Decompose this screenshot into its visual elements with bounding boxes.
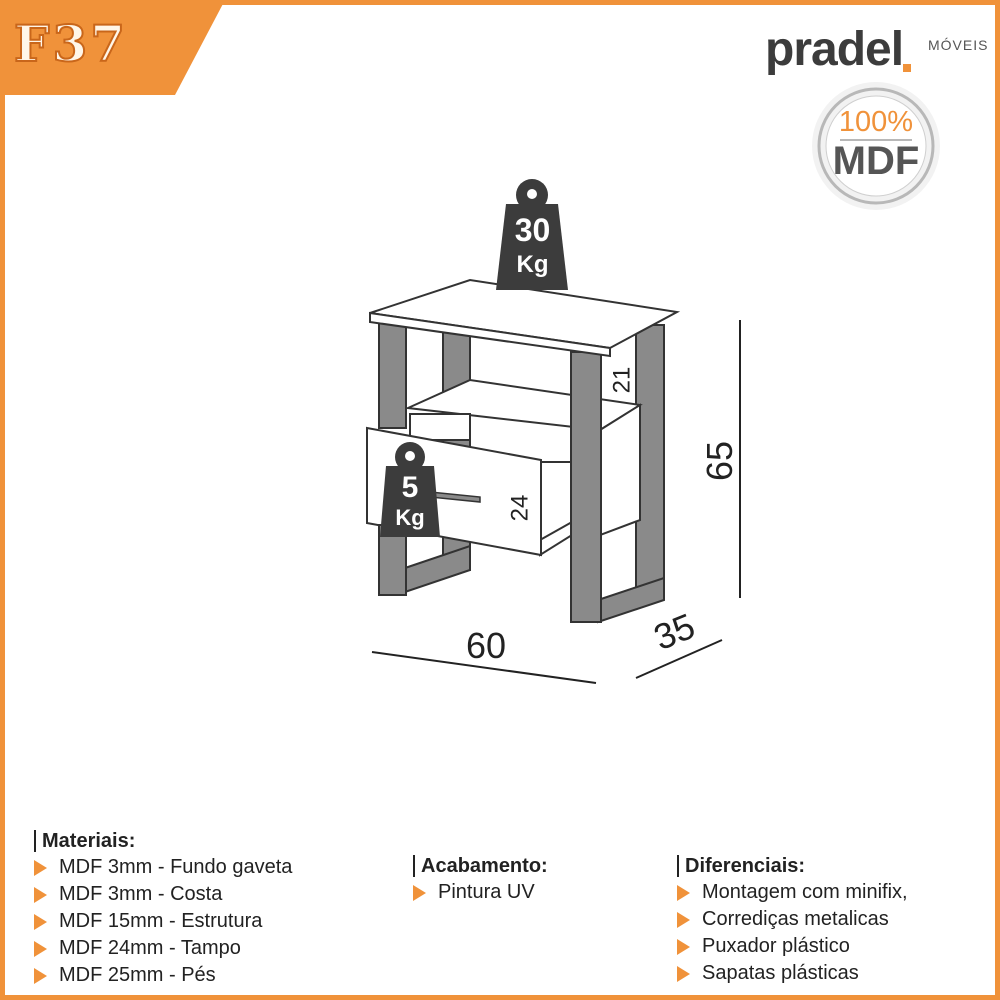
niche-dimension: 21 [608,366,636,394]
list-item: MDF 24mm - Tampo [34,935,292,962]
arrow-icon [34,886,47,903]
list-item: Corrediças metalicas [677,906,908,933]
finish-title: Acabamento: [413,853,548,879]
inner-drawer-front [409,413,471,441]
list-item: MDF 3mm - Costa [34,881,292,908]
top-weight-value: 30 [514,212,551,248]
arrow-icon [34,859,47,876]
mdf-seal-icon [812,82,940,210]
arrow-icon [677,965,690,982]
arrow-icon [34,940,47,957]
list-item: Montagem com minifix, [677,879,908,906]
height-dimension: 65 [699,440,741,482]
arrow-icon [677,911,690,928]
width-dimension: 60 [466,625,507,666]
seal-material: MDF [832,139,920,183]
finish-section: Acabamento: Pintura UV [413,853,548,906]
width-dim-line [371,651,597,684]
materials-title: Materiais: [34,828,292,854]
table-top-edge [369,311,611,358]
brand-dot-icon [903,64,911,72]
front-right-leg [570,351,602,623]
materials-section: Materiais: MDF 3mm - Fundo gaveta MDF 3m… [34,828,292,989]
depth-dim-line [635,639,723,679]
features-title: Diferenciais: [677,853,908,879]
list-item: MDF 15mm - Estrutura [34,908,292,935]
drawer-weight-unit: Kg [395,505,425,530]
list-item: Puxador plástico [677,933,908,960]
arrow-icon [413,884,426,901]
drawer-box [539,461,573,557]
model-code: F37 [13,13,129,74]
arrow-icon [34,967,47,984]
brand-name: pradel [765,23,904,76]
drawer-dimension: 24 [506,494,534,522]
arrow-icon [677,884,690,901]
list-item: Pintura UV [413,879,548,906]
list-item: MDF 25mm - Pés [34,962,292,989]
model-tab [0,0,225,95]
drawer-weight-value: 5 [401,471,419,504]
arrow-icon [677,938,690,955]
seal-percent: 100% [838,106,914,138]
features-section: Diferenciais: Montagem com minifix, Corr… [677,853,908,987]
brand-subtitle: MÓVEIS [928,37,989,53]
list-item: Sapatas plásticas [677,960,908,987]
arrow-icon [34,913,47,930]
top-weight-unit: Kg [516,251,549,278]
list-item: MDF 3mm - Fundo gaveta [34,854,292,881]
